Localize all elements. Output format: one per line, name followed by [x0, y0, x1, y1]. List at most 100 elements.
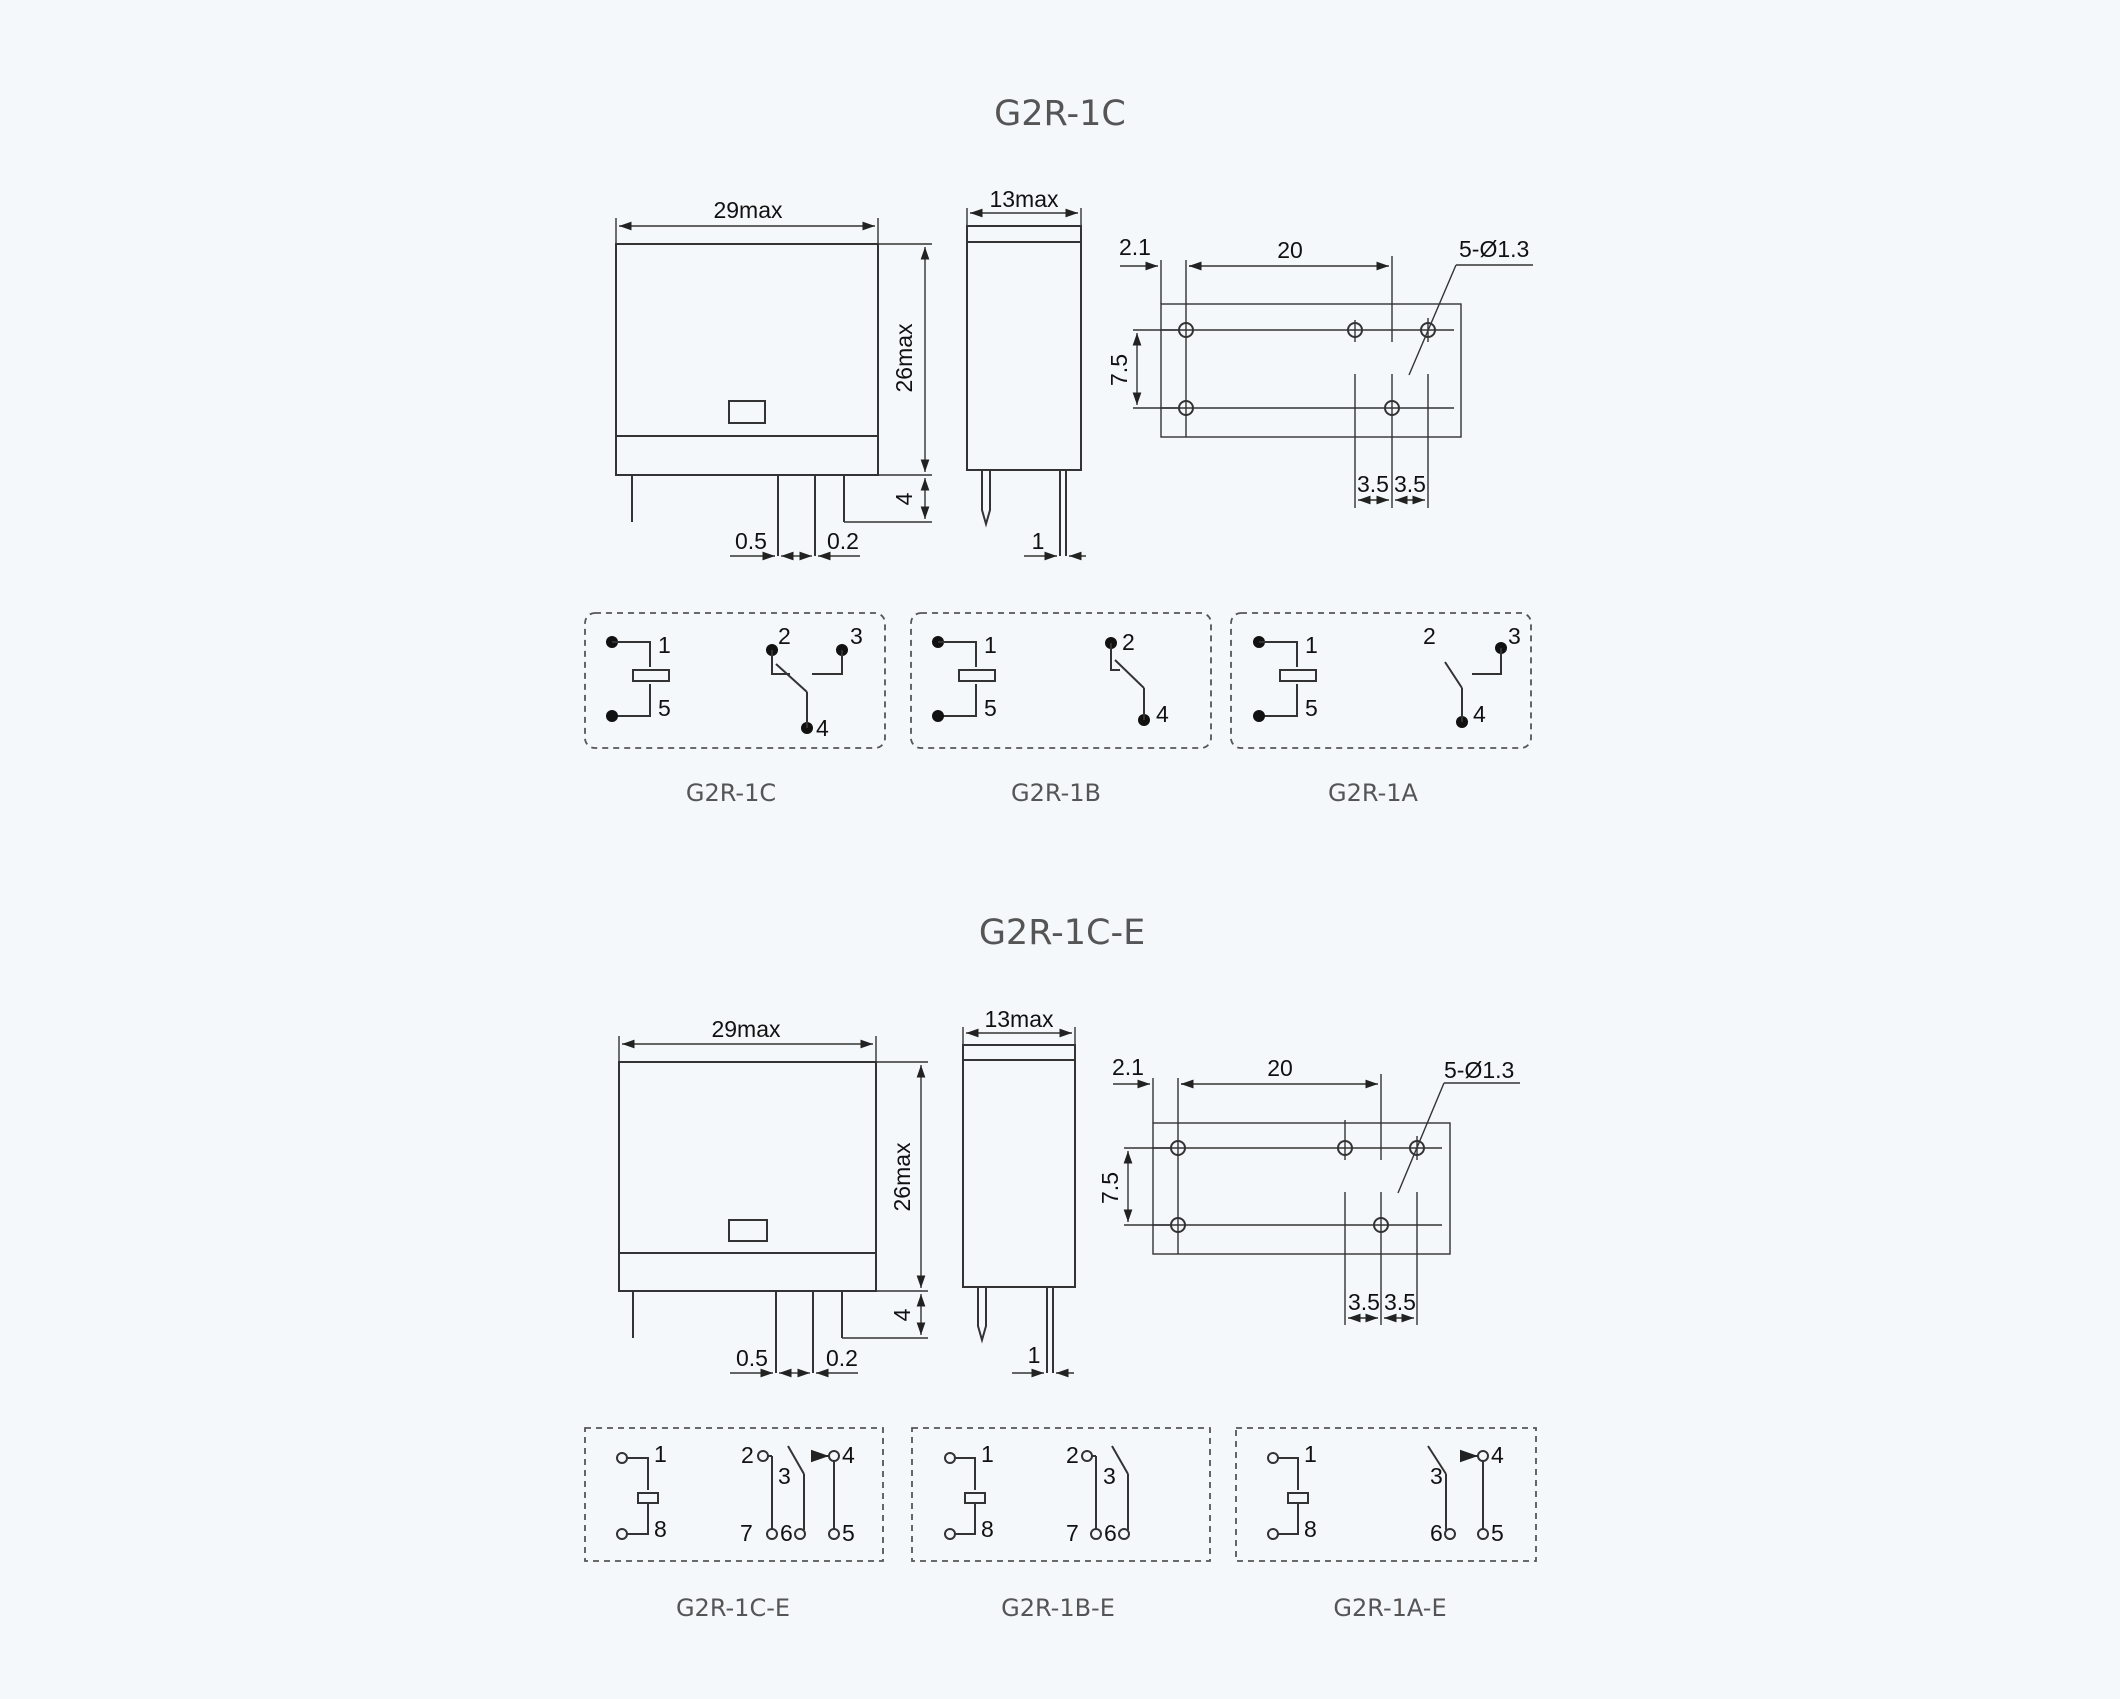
section-title: G2R-1C	[994, 94, 1126, 134]
svg-text:4: 4	[816, 715, 829, 741]
front-view: 29max 26max 4 0.5 0.2	[615, 197, 932, 561]
side-width-dimension: 13max	[989, 186, 1059, 212]
schematic-g2r-1a-e: 1 8 3 6 4 5 G2R-1A-E	[1235, 1427, 1537, 1622]
schematic-caption: G2R-1B	[1011, 779, 1101, 807]
schematic-caption: G2R-1A	[1328, 779, 1419, 807]
schematic-caption: G2R-1A-E	[1333, 1594, 1446, 1622]
hole-span-dimension: 20	[1267, 1055, 1293, 1081]
svg-text:4: 4	[1491, 1442, 1504, 1468]
svg-text:1: 1	[981, 1441, 994, 1467]
row-pitch-dimension: 7.5	[1097, 1172, 1123, 1204]
relay-body-outline	[615, 243, 879, 476]
svg-text:6: 6	[1430, 1520, 1443, 1546]
relay-side-outline	[966, 225, 1082, 471]
relay-window	[728, 1219, 768, 1242]
footprint-outline	[1152, 1122, 1451, 1255]
svg-text:4: 4	[842, 1442, 855, 1468]
side-view: 13max 1	[966, 186, 1086, 561]
bottom-view: 2.1 20 5-Ø1.3 7.5 3.5 3.5	[1106, 234, 1533, 508]
svg-text:2: 2	[1066, 1442, 1079, 1468]
schematic-g2r-1b-e: 1 8 2 3 7 6 G2R-1B-E	[911, 1427, 1211, 1622]
svg-text:5: 5	[1491, 1520, 1504, 1546]
width-dimension: 29max	[713, 197, 783, 223]
svg-text:2: 2	[778, 623, 791, 649]
svg-text:2: 2	[741, 1442, 754, 1468]
relay-side-outline	[962, 1044, 1076, 1288]
pin-width-dimension: 0.5	[736, 1345, 768, 1371]
section-g2r-1c: G2R-1C 29max 26max 4 0.5 0	[584, 94, 1533, 807]
edge-offset-dimension: 2.1	[1119, 234, 1151, 260]
pitch-dimension: 3.5	[1357, 471, 1389, 497]
svg-text:5: 5	[984, 695, 997, 721]
side-pin-dimension: 1	[1032, 528, 1045, 554]
svg-text:5: 5	[658, 695, 671, 721]
schematic-caption: G2R-1C-E	[676, 1594, 790, 1622]
svg-text:2: 2	[1122, 629, 1135, 655]
hole-spec-label: 5-Ø1.3	[1459, 236, 1529, 262]
svg-text:5: 5	[842, 1520, 855, 1546]
mounting-hole	[1384, 400, 1400, 416]
svg-text:1: 1	[1304, 1441, 1317, 1467]
svg-text:1: 1	[1305, 632, 1318, 658]
mounting-hole	[1409, 1140, 1425, 1156]
section-g2r-1c-e: G2R-1C-E 29max 26max 4 0.5	[584, 913, 1537, 1622]
hole-span-dimension: 20	[1277, 237, 1303, 263]
mounting-hole	[1373, 1217, 1389, 1233]
pitch-dimension: 3.5	[1348, 1289, 1380, 1315]
svg-text:3: 3	[778, 1463, 791, 1489]
height-dimension: 26max	[889, 1142, 915, 1212]
height-dimension: 26max	[891, 323, 917, 393]
svg-text:7: 7	[1066, 1520, 1079, 1546]
svg-text:3: 3	[850, 623, 863, 649]
side-width-dimension: 13max	[984, 1006, 1054, 1032]
svg-text:8: 8	[981, 1516, 994, 1542]
side-view: 13max 1	[962, 1006, 1076, 1378]
schematic-g2r-1c: 1 5 2 3 4 G2R-1C	[584, 612, 886, 807]
svg-text:4: 4	[1473, 701, 1486, 727]
pitch-dimension: 3.5	[1394, 471, 1426, 497]
pin-gap-dimension: 0.2	[827, 528, 859, 554]
pitch-dimension: 3.5	[1384, 1289, 1416, 1315]
svg-text:1: 1	[658, 632, 671, 658]
relay-body-outline	[618, 1061, 877, 1292]
svg-text:2: 2	[1423, 623, 1436, 649]
mounting-hole	[1420, 322, 1436, 338]
pin-length-dimension: 4	[891, 492, 917, 505]
svg-text:3: 3	[1103, 1463, 1116, 1489]
schematic-g2r-1c-e: 1 8 2 3 7 6 4 5 G2R-1C-E	[584, 1427, 884, 1622]
svg-text:3: 3	[1430, 1463, 1443, 1489]
pin-gap-dimension: 0.2	[826, 1345, 858, 1371]
mounting-hole	[1337, 1140, 1353, 1156]
svg-text:6: 6	[1104, 1520, 1117, 1546]
hole-spec-label: 5-Ø1.3	[1444, 1057, 1514, 1083]
svg-text:8: 8	[654, 1516, 667, 1542]
section-title: G2R-1C-E	[979, 913, 1145, 953]
mounting-hole	[1347, 322, 1363, 338]
schematic-g2r-1a: 1 5 2 3 4 G2R-1A	[1230, 612, 1532, 807]
svg-text:8: 8	[1304, 1516, 1317, 1542]
svg-text:4: 4	[1156, 701, 1169, 727]
pin	[981, 470, 991, 528]
svg-text:5: 5	[1305, 695, 1318, 721]
schematic-caption: G2R-1C	[686, 779, 776, 807]
width-dimension: 29max	[711, 1016, 781, 1042]
svg-text:6: 6	[780, 1520, 793, 1546]
pin-width-dimension: 0.5	[735, 528, 767, 554]
front-view: 29max 26max 4 0.5 0.2	[618, 1016, 928, 1378]
footprint-outline	[1160, 303, 1462, 438]
schematic-caption: G2R-1B-E	[1001, 1594, 1115, 1622]
svg-text:1: 1	[654, 1441, 667, 1467]
schematic-g2r-1b: 1 5 2 4 G2R-1B	[910, 612, 1212, 807]
svg-text:7: 7	[740, 1520, 753, 1546]
relay-window	[728, 400, 766, 424]
side-pin-dimension: 1	[1028, 1342, 1041, 1368]
pin-length-dimension: 4	[889, 1308, 915, 1321]
svg-text:1: 1	[984, 632, 997, 658]
pin	[977, 1287, 987, 1344]
svg-text:3: 3	[1508, 623, 1521, 649]
row-pitch-dimension: 7.5	[1106, 354, 1132, 386]
bottom-view: 2.1 20 5-Ø1.3 7.5 3.5 3.5	[1097, 1054, 1520, 1325]
edge-offset-dimension: 2.1	[1112, 1054, 1144, 1080]
